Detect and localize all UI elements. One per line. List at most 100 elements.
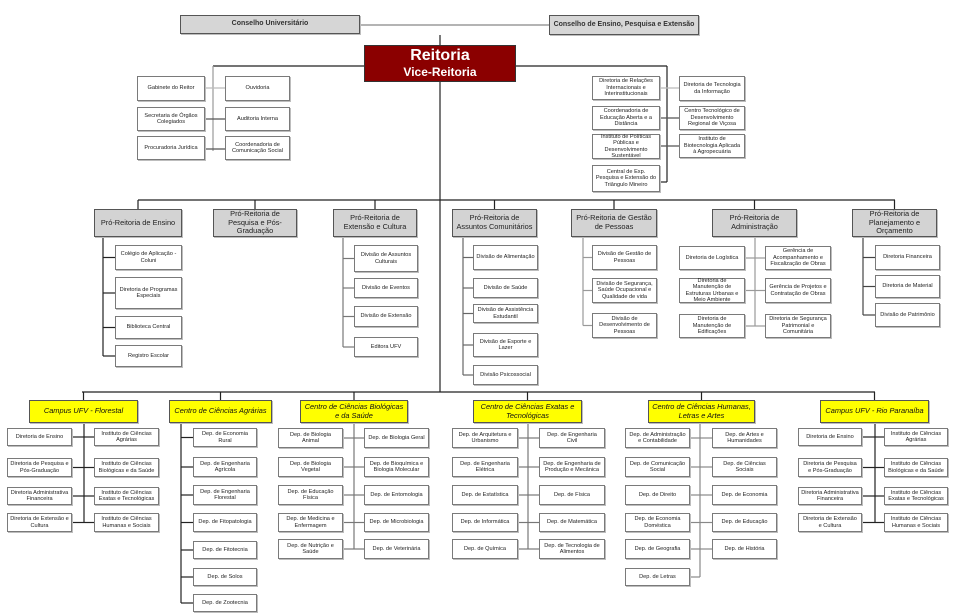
sub-unit-box[interactable]: Dep. de Solos: [193, 568, 257, 586]
pro-reitoria-box[interactable]: Pró-Reitoria de Extensão e Cultura: [333, 209, 417, 237]
center-box[interactable]: Centro de Ciências Agrárias: [169, 400, 272, 423]
conselho-universitario-box[interactable]: Conselho Universitário: [180, 15, 360, 34]
sub-unit-box[interactable]: Registro Escolar: [115, 345, 182, 367]
staff-unit-box[interactable]: Centro Tecnológico de Desenvolvimento Re…: [679, 106, 745, 130]
sub-unit-box[interactable]: Divisão Psicossocial: [473, 365, 538, 385]
staff-unit-box[interactable]: Coordenadoria de Educação Aberta e a Dis…: [592, 106, 660, 130]
sub-unit-box[interactable]: Dep. de Entomologia: [364, 485, 429, 505]
sub-unit-box[interactable]: Dep. de Física: [539, 485, 605, 505]
pro-reitoria-box[interactable]: Pró-Reitoria de Assuntos Comunitários: [452, 209, 537, 237]
sub-unit-box[interactable]: Instituto de Ciências Exatas e Tecnológi…: [884, 487, 948, 505]
reitoria-box[interactable]: Reitoria Vice-Reitoria: [364, 45, 516, 82]
center-box[interactable]: Centro de Ciências Exatas e Tecnológicas: [473, 400, 582, 423]
sub-unit-box[interactable]: Divisão de Extensão: [354, 306, 418, 327]
sub-unit-box[interactable]: Diretoria de Ensino: [7, 428, 72, 446]
sub-unit-box[interactable]: Gerência de Projetos e Contratação de Ob…: [765, 278, 831, 303]
sub-unit-box[interactable]: Dep. de História: [712, 539, 777, 559]
sub-unit-box[interactable]: Divisão de Esporte e Lazer: [473, 333, 538, 357]
sub-unit-box[interactable]: Instituto de Ciências Biológicas e da Sa…: [884, 458, 948, 477]
sub-unit-box[interactable]: Diretoria de Logística: [679, 246, 745, 270]
pro-reitoria-box[interactable]: Pró-Reitoria de Pesquisa e Pós-Graduação: [213, 209, 297, 237]
sub-unit-box[interactable]: Dep. de Engenharia Florestal: [193, 485, 257, 505]
sub-unit-box[interactable]: Divisão de Gestão de Pessoas: [592, 245, 657, 270]
sub-unit-box[interactable]: Dep. de Engenharia Civil: [539, 428, 605, 448]
sub-unit-box[interactable]: Diretoria de Extensão e Cultura: [7, 513, 72, 532]
pro-reitoria-box[interactable]: Pró-Reitoria de Planejamento e Orçamento: [852, 209, 937, 237]
sub-unit-box[interactable]: Dep. de Letras: [625, 568, 690, 586]
center-box[interactable]: Centro de Ciências Biológicas e da Saúde: [300, 400, 408, 423]
sub-unit-box[interactable]: Divisão de Patrimônio: [875, 303, 940, 327]
staff-unit-box[interactable]: Instituto de Políticas Públicas e Desenv…: [592, 134, 660, 159]
sub-unit-box[interactable]: Colégio de Aplicação - Coluni: [115, 245, 182, 270]
sub-unit-box[interactable]: Diretoria Administrativa Financeira: [798, 487, 862, 505]
sub-unit-box[interactable]: Dep. de Biologia Animal: [278, 428, 343, 448]
sub-unit-box[interactable]: Dep. de Microbiologia: [364, 513, 429, 532]
sub-unit-box[interactable]: Dep. de Engenharia de Produção e Mecânic…: [539, 457, 605, 477]
staff-unit-box[interactable]: Coordenadoria de Comunicação Social: [225, 136, 290, 160]
sub-unit-box[interactable]: Dep. de Biologia Vegetal: [278, 457, 343, 477]
sub-unit-box[interactable]: Dep. de Fitopatologia: [193, 513, 257, 532]
sub-unit-box[interactable]: Dep. de Tecnologia de Alimentos: [539, 539, 605, 559]
sub-unit-box[interactable]: Dep. de Engenharia Agrícola: [193, 457, 257, 477]
sub-unit-box[interactable]: Divisão de Eventos: [354, 278, 418, 298]
sub-unit-box[interactable]: Dep. de Direito: [625, 485, 690, 505]
sub-unit-box[interactable]: Dep. de Química: [452, 539, 518, 559]
center-box[interactable]: Centro de Ciências Humanas, Letras e Art…: [648, 400, 755, 423]
sub-unit-box[interactable]: Dep. de Artes e Humanidades: [712, 428, 777, 448]
sub-unit-box[interactable]: Divisão de Desenvolvimento de Pessoas: [592, 313, 657, 338]
sub-unit-box[interactable]: Instituto de Ciências Exatas e Tecnológi…: [94, 487, 159, 505]
sub-unit-box[interactable]: Dep. de Economia Rural: [193, 428, 257, 447]
conselho-ensino-box[interactable]: Conselho de Ensino, Pesquisa e Extensão: [549, 15, 699, 35]
sub-unit-box[interactable]: Dep. de Engenharia Elétrica: [452, 457, 518, 477]
sub-unit-box[interactable]: Dep. de Biologia Geral: [364, 428, 429, 448]
staff-unit-box[interactable]: Procuradoria Jurídica: [137, 136, 205, 160]
sub-unit-box[interactable]: Diretoria Financeira: [875, 245, 940, 270]
sub-unit-box[interactable]: Diretoria de Manutenção de Edificações: [679, 314, 745, 338]
sub-unit-box[interactable]: Dep. de Arquitetura e Urbanismo: [452, 428, 518, 448]
sub-unit-box[interactable]: Dep. de Comunicação Social: [625, 457, 690, 477]
sub-unit-box[interactable]: Diretoria de Material: [875, 275, 940, 298]
staff-unit-box[interactable]: Auditoria Interna: [225, 107, 290, 131]
sub-unit-box[interactable]: Instituto de Ciências Humanas e Sociais: [884, 513, 948, 532]
staff-unit-box[interactable]: Central de Exp. Pesquisa e Extensão do T…: [592, 165, 660, 192]
staff-unit-box[interactable]: Diretoria de Relações Internacionais e I…: [592, 76, 660, 100]
sub-unit-box[interactable]: Dep. de Economia: [712, 485, 777, 505]
sub-unit-box[interactable]: Divisão de Assuntos Culturais: [354, 245, 418, 272]
sub-unit-box[interactable]: Divisão de Assistência Estudantil: [473, 304, 538, 323]
sub-unit-box[interactable]: Biblioteca Central: [115, 316, 182, 339]
sub-unit-box[interactable]: Dep. de Ciências Sociais: [712, 457, 777, 477]
sub-unit-box[interactable]: Dep. de Medicina e Enfermagem: [278, 513, 343, 532]
staff-unit-box[interactable]: Instituto de Biotecnologia Aplicada à Ag…: [679, 134, 745, 158]
sub-unit-box[interactable]: Diretoria de Pesquisa e Pós-Graduação: [7, 458, 72, 477]
sub-unit-box[interactable]: Dep. de Administração e Contabilidade: [625, 428, 690, 448]
sub-unit-box[interactable]: Divisão de Saúde: [473, 278, 538, 298]
sub-unit-box[interactable]: Diretoria de Programas Especiais: [115, 277, 182, 309]
sub-unit-box[interactable]: Instituto de Ciências Agrárias: [884, 428, 948, 446]
sub-unit-box[interactable]: Instituto de Ciências Biológicas e da Sa…: [94, 458, 159, 477]
sub-unit-box[interactable]: Dep. de Educação: [712, 513, 777, 532]
sub-unit-box[interactable]: Gerência de Acompanhamento e Fiscalizaçã…: [765, 246, 831, 270]
sub-unit-box[interactable]: Dep. de Estatística: [452, 485, 518, 505]
pro-reitoria-box[interactable]: Pró-Reitoria de Administração: [712, 209, 797, 237]
sub-unit-box[interactable]: Dep. de Zootecnia: [193, 594, 257, 612]
sub-unit-box[interactable]: Diretoria de Ensino: [798, 428, 862, 446]
staff-unit-box[interactable]: Diretoria de Tecnologia da Informação: [679, 76, 745, 101]
pro-reitoria-box[interactable]: Pró-Reitoria de Ensino: [94, 209, 182, 237]
staff-unit-box[interactable]: Ouvidoria: [225, 76, 290, 101]
sub-unit-box[interactable]: Dep. de Fitotecnia: [193, 541, 257, 559]
sub-unit-box[interactable]: Diretoria de Pesquisa e Pós-Graduação: [798, 458, 862, 477]
sub-unit-box[interactable]: Dep. de Economia Doméstica: [625, 513, 690, 532]
center-box[interactable]: Campus UFV - Florestal: [29, 400, 138, 423]
sub-unit-box[interactable]: Instituto de Ciências Agrárias: [94, 428, 159, 446]
sub-unit-box[interactable]: Diretoria de Segurança Patrimonial e Com…: [765, 314, 831, 338]
staff-unit-box[interactable]: Gabinete do Reitor: [137, 76, 205, 101]
sub-unit-box[interactable]: Dep. de Matemática: [539, 513, 605, 532]
sub-unit-box[interactable]: Dep. de Informática: [452, 513, 518, 532]
sub-unit-box[interactable]: Instituto de Ciências Humanas e Sociais: [94, 513, 159, 532]
pro-reitoria-box[interactable]: Pró-Reitoria de Gestão de Pessoas: [571, 209, 657, 237]
sub-unit-box[interactable]: Dep. de Educação Física: [278, 485, 343, 505]
center-box[interactable]: Campus UFV - Rio Paranaíba: [820, 400, 929, 423]
sub-unit-box[interactable]: Editora UFV: [354, 337, 418, 357]
sub-unit-box[interactable]: Dep. de Veterinária: [364, 539, 429, 559]
sub-unit-box[interactable]: Dep. de Geografia: [625, 539, 690, 559]
